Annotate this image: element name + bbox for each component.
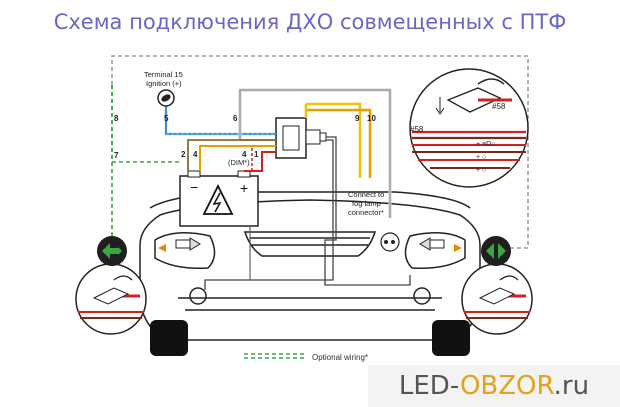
ignition-key-icon — [157, 89, 175, 107]
terminal-label: Terminal 15 — [144, 70, 183, 79]
wire-number: 9 — [355, 114, 360, 123]
left-tire — [150, 320, 188, 356]
wire-number: 4 — [193, 150, 198, 159]
page-title: Схема подключения ДХО совмещенных с ПТФ — [53, 10, 567, 34]
connect-label-1: Connect to — [348, 190, 385, 199]
legend-label: Optional wiring* — [312, 353, 369, 362]
fog-wire-10 — [306, 108, 372, 178]
detail-circle-bottom-right — [461, 263, 533, 335]
connect-label-3: connector* — [348, 208, 384, 217]
battery: − + — [179, 170, 259, 227]
detail-circle-top-right: + ≡D○ + ○ + ○ — [409, 68, 529, 188]
dim-label: (DIM*) — [228, 158, 250, 167]
svg-text:+ ≡D○: + ≡D○ — [476, 141, 495, 148]
site-watermark: LED-OBZOR.ru — [368, 365, 620, 407]
wire-number: 2 — [181, 150, 186, 159]
high-voltage-icon — [202, 183, 234, 215]
wire-number: 6 — [233, 114, 238, 123]
optional-gray-loop — [111, 55, 529, 249]
turn-signal-right-icon — [481, 236, 511, 266]
wire-number: 5 — [164, 114, 169, 123]
control-module — [275, 117, 327, 159]
pin58-right-label: #58 — [492, 102, 506, 111]
wire-number: 7 — [114, 151, 119, 160]
ignition-label: Ignition (+) — [146, 79, 182, 88]
pin58-left-label: #58 — [410, 125, 424, 134]
right-tire — [432, 320, 470, 356]
headlight-bulb-left — [175, 237, 201, 251]
drl-wire-left — [204, 139, 334, 290]
wire-number: 4 — [242, 150, 247, 159]
svg-text:+ ○: + ○ — [476, 167, 486, 174]
wire-number: 1 — [254, 150, 259, 159]
drl-wire-right — [324, 136, 411, 286]
connect-label-2: fog lamp — [352, 199, 381, 208]
headlight-bulb-right — [419, 237, 445, 251]
svg-text:+ ○: + ○ — [476, 154, 486, 161]
ignition-wire — [164, 106, 276, 136]
wire-number: 8 — [114, 114, 119, 123]
fog-wire-9 — [306, 102, 362, 178]
detail-circle-bottom-left — [75, 263, 147, 335]
svg-text:+: + — [240, 180, 248, 196]
wire-number: 10 — [367, 114, 376, 123]
turn-signal-left-icon — [97, 236, 127, 266]
svg-text:−: − — [190, 179, 198, 195]
